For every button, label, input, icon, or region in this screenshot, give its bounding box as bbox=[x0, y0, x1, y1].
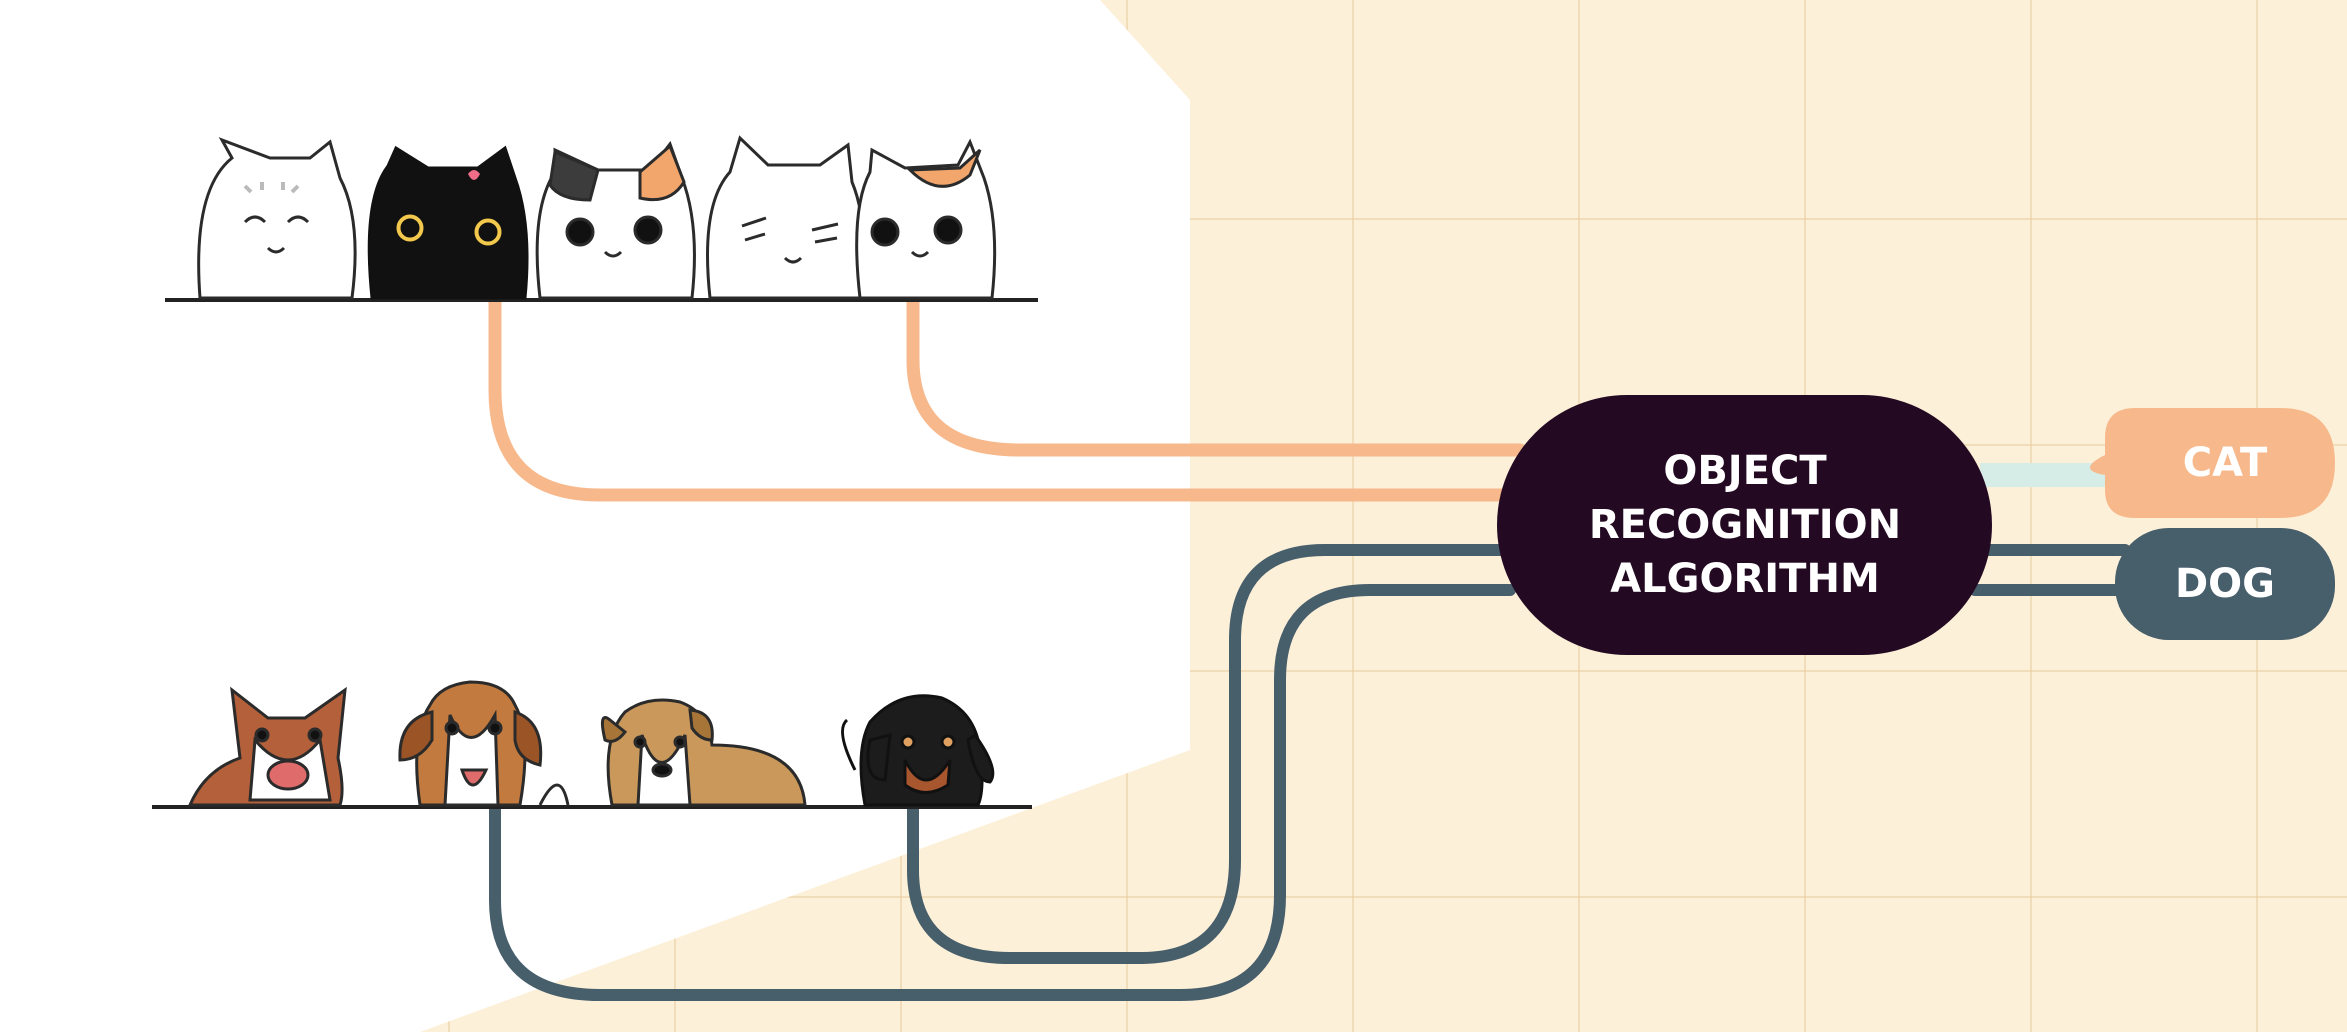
algorithm-node-label: OBJECT RECOGNITION ALGORITHM bbox=[1500, 395, 1990, 655]
cat-output-label: CAT bbox=[2115, 408, 2335, 518]
dog-output-label: DOG bbox=[2115, 528, 2335, 640]
algorithm-label-line-1: OBJECT bbox=[1589, 444, 1901, 498]
algorithm-label-line-3: ALGORITHM bbox=[1589, 552, 1901, 606]
algorithm-label-line-2: RECOGNITION bbox=[1589, 498, 1901, 552]
cat-illustration-5 bbox=[857, 142, 995, 298]
dog-output-connector bbox=[1975, 550, 2125, 590]
cat-illustration-2 bbox=[369, 148, 527, 298]
image-panel bbox=[0, 0, 1190, 1032]
